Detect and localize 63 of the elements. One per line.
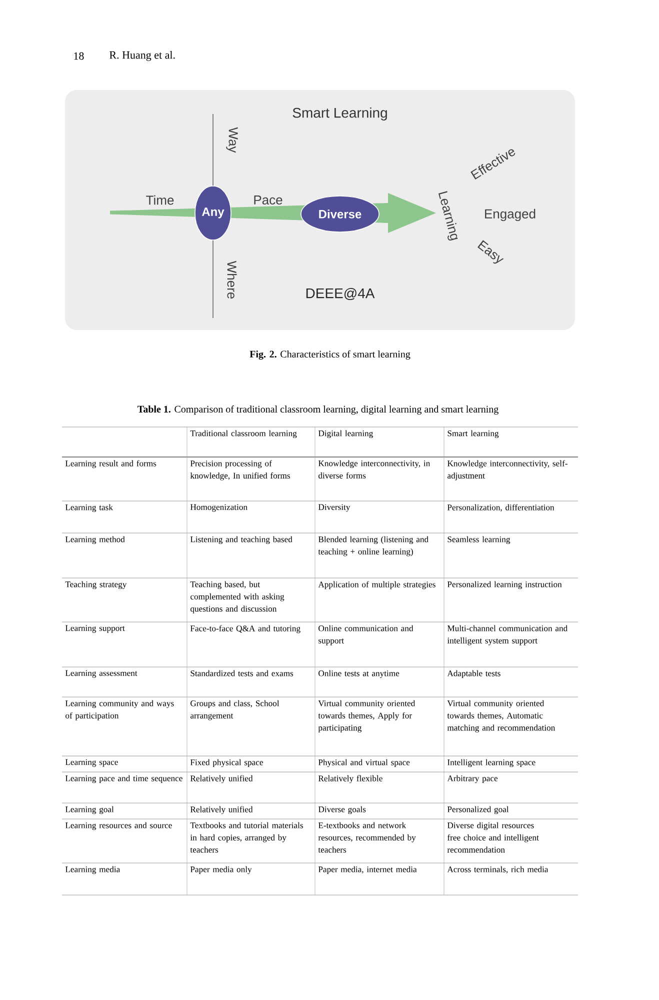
table-cell: Personalized goal bbox=[447, 806, 509, 814]
table-cell: Learning space bbox=[65, 759, 118, 767]
table-cell: Relatively unified bbox=[190, 806, 253, 814]
table-cell: Across terminals, rich media bbox=[447, 866, 548, 874]
table-cell: Learning support bbox=[65, 625, 125, 633]
axis-label: Where bbox=[227, 260, 237, 299]
table-cell: Learning resources and source bbox=[65, 822, 172, 830]
table-cell: Seamless learning bbox=[448, 536, 510, 544]
table-cell: Application of multiple strategies bbox=[318, 581, 436, 590]
table-cell: Traditional classroom learning bbox=[190, 430, 297, 438]
table-cell: Personalization, differentiation bbox=[447, 504, 554, 512]
table-cell: Diverse digital resources free choice and intelligent recommendation bbox=[447, 822, 539, 853]
axis-label: Time bbox=[146, 195, 174, 205]
caption: Fig. 2. Characteristics of smart learning bbox=[250, 350, 410, 360]
table-cell: Diversity bbox=[318, 504, 350, 512]
table-cell: Virtual community oriented towards themes, Automatic matching and recommendation bbox=[447, 700, 556, 732]
table-cell: Blended learning (listening and teaching + online learning) bbox=[318, 536, 428, 556]
table-cell: Physical and virtual space bbox=[318, 759, 410, 768]
figure-heading: Smart Learning bbox=[292, 107, 387, 121]
table-cell: Homogenization bbox=[190, 504, 248, 512]
table-cell: Paper media, internet media bbox=[318, 866, 417, 874]
table-cell: Face-to-face Q&A and tutoring bbox=[190, 625, 300, 634]
table-cell: Listening and teaching based bbox=[190, 536, 292, 544]
table-cell: Online communication and support bbox=[318, 625, 414, 646]
table-cell: Online tests at anytime bbox=[318, 670, 400, 678]
table-cell: Multi-channel communication and intelligent system support bbox=[447, 625, 568, 646]
table-cell: Relatively unified bbox=[190, 775, 253, 784]
table-cell: Standardized tests and exams bbox=[190, 670, 294, 676]
table-cell: Fixed physical space bbox=[190, 759, 263, 768]
table-cell: Knowledge interconnectivity, self-adjustment bbox=[447, 460, 568, 480]
running-head: R. Huang et al. bbox=[110, 51, 175, 61]
table-cell: Arbitrary pace bbox=[447, 775, 498, 784]
table-cell: Diverse goals bbox=[318, 806, 366, 814]
table-cell: Smart learning bbox=[448, 430, 499, 438]
table-cell: Paper media only bbox=[190, 866, 252, 874]
table-cell: Learning goal bbox=[65, 806, 114, 814]
figure-label: DEEE@4A bbox=[306, 288, 375, 300]
table-cell: Learning method bbox=[65, 536, 125, 544]
axis-label: Pace bbox=[254, 195, 282, 205]
table-cell: Knowledge interconnectivity, in diverse forms bbox=[318, 460, 430, 478]
table-title: Table 1. Comparison of traditional classroom learning, digital learning and smart learning bbox=[138, 405, 498, 415]
page-number: 18 bbox=[74, 52, 84, 60]
table-cell: Precision processing of knowledge, In unified forms bbox=[190, 460, 290, 480]
table-cell: Groups and class, School arrangement bbox=[190, 700, 280, 720]
outcome-label: Engaged bbox=[485, 208, 536, 222]
table-cell: Personalized learning instruction bbox=[447, 581, 562, 590]
table-cell: Textbooks and tutorial materials in hard copies, arranged by teachers bbox=[190, 822, 303, 853]
table-cell: Virtual community oriented towards themes, Apply for participating bbox=[318, 700, 416, 732]
table-cell: Learning community and ways of participation bbox=[65, 700, 174, 720]
table-cell: Learning task bbox=[65, 504, 113, 512]
curved-label: Learning bbox=[438, 191, 458, 241]
table-cell: Relatively flexible bbox=[318, 775, 382, 784]
table-cell: Learning pace and time sequence bbox=[65, 775, 182, 784]
table-cell: Learning media bbox=[65, 866, 120, 874]
table-cell: Intelligent learning space bbox=[448, 759, 536, 768]
table-cell: Learning assessment bbox=[65, 670, 138, 678]
table-cell: E-textbooks and network resources, recommended by teachers bbox=[318, 822, 416, 853]
table-cell: Teaching strategy bbox=[65, 581, 127, 590]
table-cell: Digital learning bbox=[318, 430, 373, 438]
table-cell: Learning result and forms bbox=[65, 460, 156, 468]
table-cell: Teaching based, but complemented with asking questions and discussion bbox=[190, 581, 284, 614]
table-cell: Adaptable tests bbox=[447, 670, 500, 678]
axis-label: Way bbox=[226, 127, 238, 153]
